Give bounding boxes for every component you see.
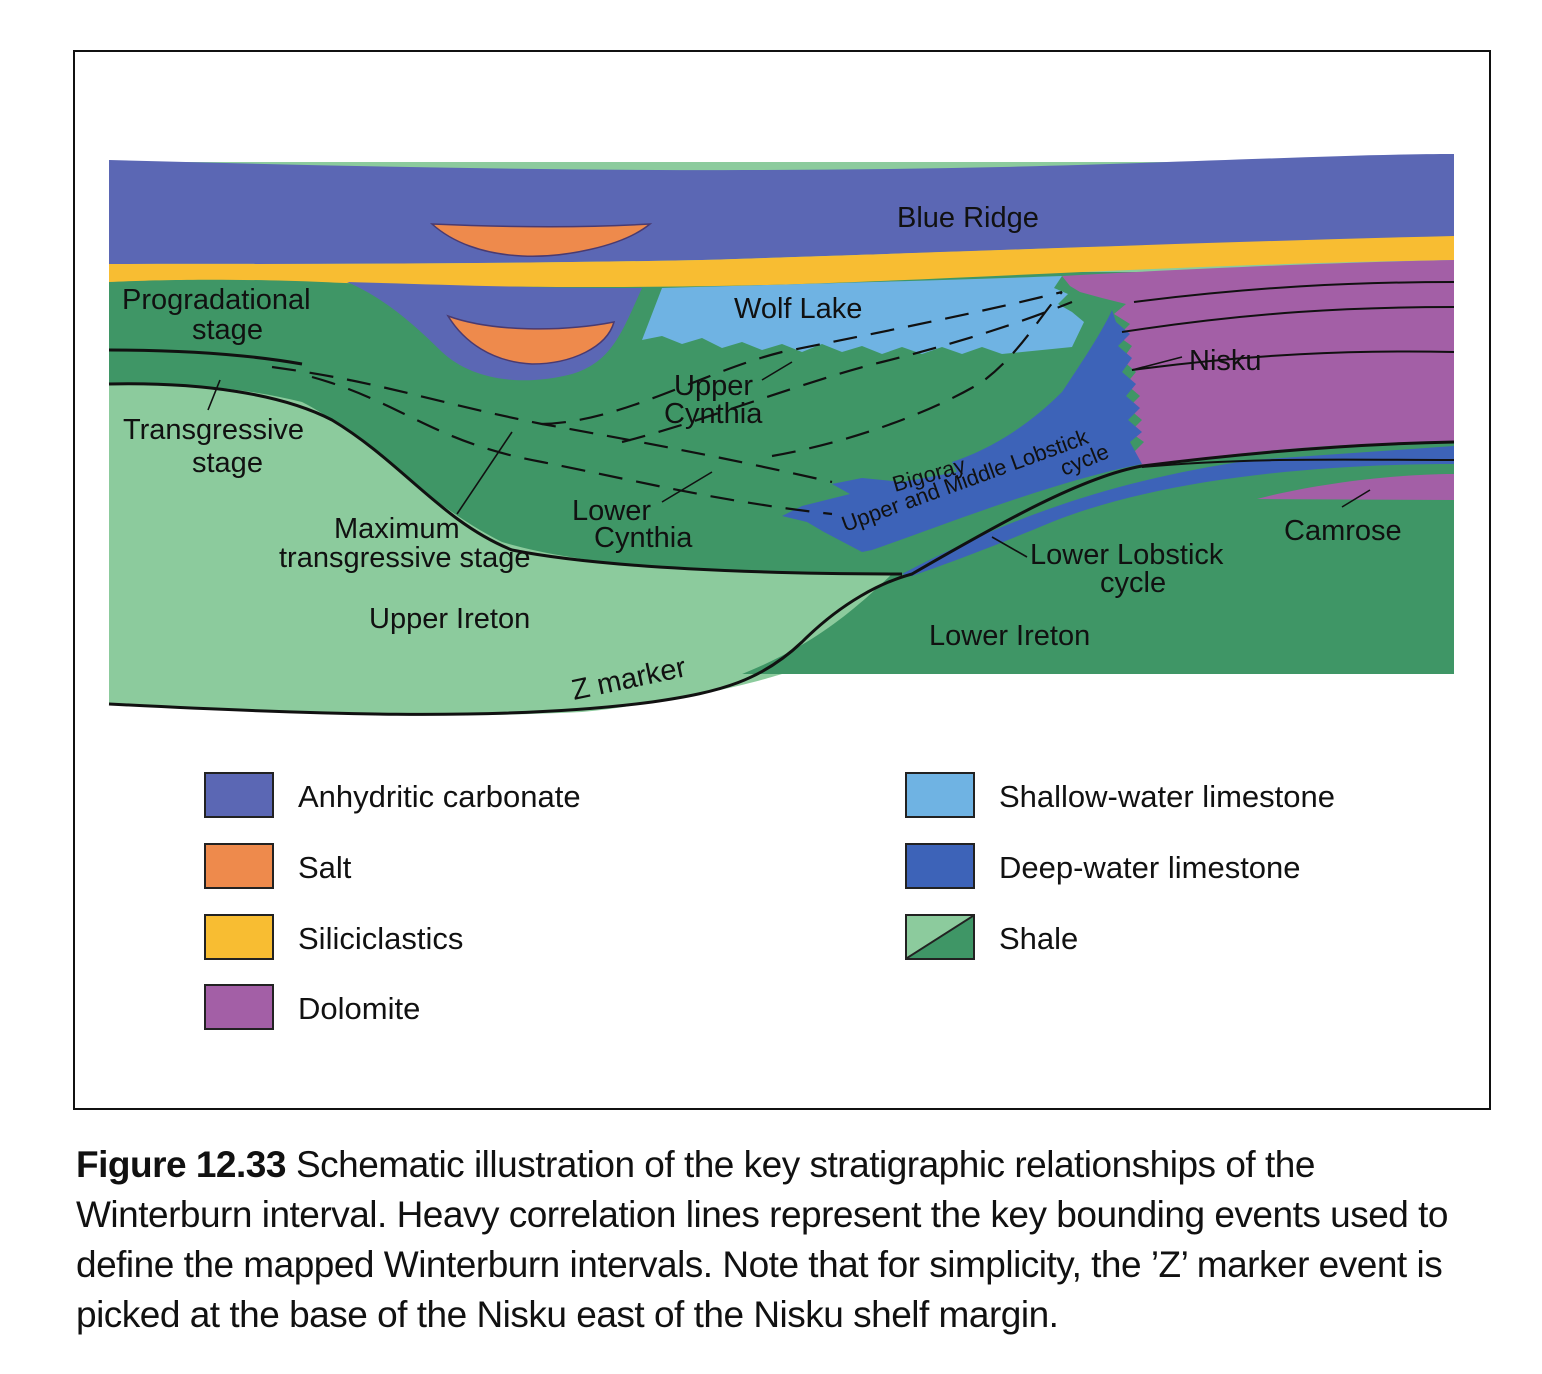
correlation-line-transgressive-top [108, 348, 303, 366]
nisku-dolomite [1062, 260, 1454, 466]
legend-swatch [204, 914, 274, 960]
correlation-line-nisku-1 [1133, 281, 1455, 303]
legend-label: Shallow-water limestone [999, 779, 1335, 814]
label-upper-ireton: Upper Ireton [369, 603, 530, 635]
label-lower-lobstick: Lower Lobstick [1030, 539, 1224, 571]
label-lower-cynthia-2: Cynthia [594, 522, 693, 554]
salt-lens-lower [446, 314, 616, 365]
legend-label: Anhydritic carbonate [298, 779, 581, 814]
correlation-line-lobstick [1141, 458, 1455, 468]
legend-label: Dolomite [298, 991, 421, 1026]
label-wolf-lake: Wolf Lake [734, 293, 862, 325]
figure-frame: Blue Ridge Progradational stage Wolf Lak… [73, 50, 1491, 1110]
stratigraphic-cross-section: Blue Ridge Progradational stage Wolf Lak… [108, 154, 1455, 716]
legend-label: Siliciclastics [298, 921, 464, 956]
label-nisku: Nisku [1189, 345, 1262, 377]
label-maximum: Maximum [334, 513, 460, 545]
correlation-line-z-marker [108, 440, 1455, 716]
label-progradational: Progradational [122, 284, 311, 316]
lower-ireton-shale [742, 458, 1454, 674]
label-lower-lobstick-cycle: cycle [1100, 567, 1166, 599]
pointer-transgressive [207, 379, 221, 411]
label-lower-cynthia-1: Lower [572, 495, 651, 527]
label-transgressive-stage: stage [192, 447, 263, 479]
wolf-lake-limestone [642, 276, 1084, 354]
pointer-max-transgressive [456, 431, 513, 515]
pointer-lower-lobstick [991, 536, 1028, 558]
legend-swatch [204, 843, 274, 889]
caption-figure-number: Figure 12.33 [76, 1144, 286, 1185]
camrose-dolomite [1257, 474, 1454, 500]
salt-lens-upper [429, 223, 653, 257]
label-upper-cynthia-2: Cynthia [664, 398, 763, 430]
correlation-line-nisku-3 [1131, 350, 1455, 371]
label-transgressive: Transgressive [123, 414, 304, 446]
dashed-line-4 [621, 300, 1073, 444]
correlation-line-nisku-2 [1121, 306, 1455, 333]
pointer-nisku [1131, 356, 1183, 371]
legend-label: Shale [999, 921, 1079, 956]
caption-text: Schematic illustration of the key strati… [76, 1144, 1449, 1335]
pointer-camrose [1341, 489, 1371, 508]
legend-swatch [204, 772, 274, 818]
legend-label: Salt [298, 850, 352, 885]
shale-diagonal-icon [907, 916, 973, 958]
label-lower-ireton: Lower Ireton [929, 620, 1090, 652]
dashed-line-5 [771, 291, 1063, 458]
legend-swatch [204, 984, 274, 1030]
blue-ridge-layer [109, 154, 1454, 264]
legend-swatch [905, 772, 975, 818]
z-marker-wedge [109, 383, 892, 716]
legend-label: Deep-water limestone [999, 850, 1301, 885]
label-camrose: Camrose [1284, 515, 1402, 547]
dashed-line-2 [311, 375, 833, 516]
pointer-lower-cynthia [661, 471, 713, 503]
label-transgressive-stage-max: transgressive stage [279, 542, 530, 574]
label-progradational-stage: stage [192, 314, 263, 346]
label-blue-ridge: Blue Ridge [897, 202, 1039, 234]
dashed-line-3 [541, 290, 1063, 426]
correlation-line-max-transgressive [108, 382, 903, 576]
label-upper-cynthia-1: Upper [674, 370, 753, 402]
upper-middle-lobstick-limestone [782, 310, 1142, 552]
pointer-upper-cynthia [761, 361, 793, 381]
legend-swatch [905, 843, 975, 889]
siliciclastics-band [109, 236, 1454, 288]
legend-swatch-shale [905, 914, 975, 960]
